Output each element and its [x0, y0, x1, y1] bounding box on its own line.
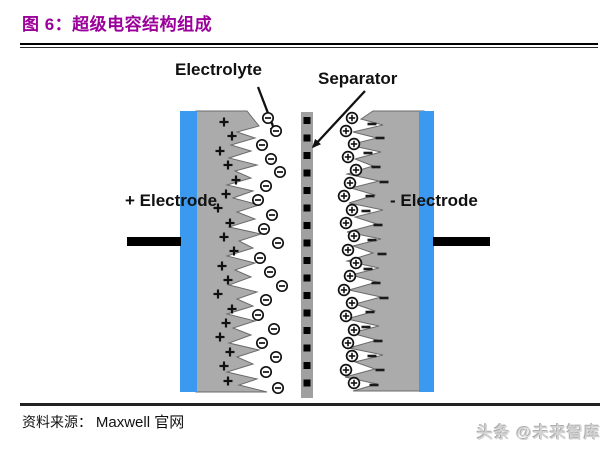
source-value: Maxwell 官网 [95, 414, 185, 431]
footer-divider [20, 403, 600, 406]
separator-dashes [303, 117, 311, 387]
negative-current-collector [419, 111, 434, 392]
positive-charge-symbols [213, 117, 241, 386]
positive-ion-symbols [337, 111, 363, 390]
negative-electrode-label: - Electrode [390, 191, 478, 210]
negative-electrode-body [344, 110, 425, 392]
source-label: 资料来源： [22, 415, 92, 431]
positive-current-collector [180, 111, 197, 392]
negative-terminal-lead [433, 237, 490, 246]
figure-title: 图 6：超级电容结构组成 [22, 15, 213, 34]
positive-terminal-lead [127, 237, 181, 246]
positive-electrode-label: + Electrode [125, 191, 218, 210]
negative-charge-symbols [361, 122, 389, 387]
source-line: 资料来源： Maxwell 官网 [22, 411, 184, 432]
watermark: 头条 @未来智库 [476, 425, 601, 442]
electrolyte-label: Electrolyte [175, 60, 262, 79]
negative-ion-symbols [251, 111, 289, 395]
title-divider [20, 43, 598, 48]
separator-arrow [311, 90, 366, 149]
separator-strip [301, 112, 313, 398]
separator-label: Separator [318, 69, 398, 88]
